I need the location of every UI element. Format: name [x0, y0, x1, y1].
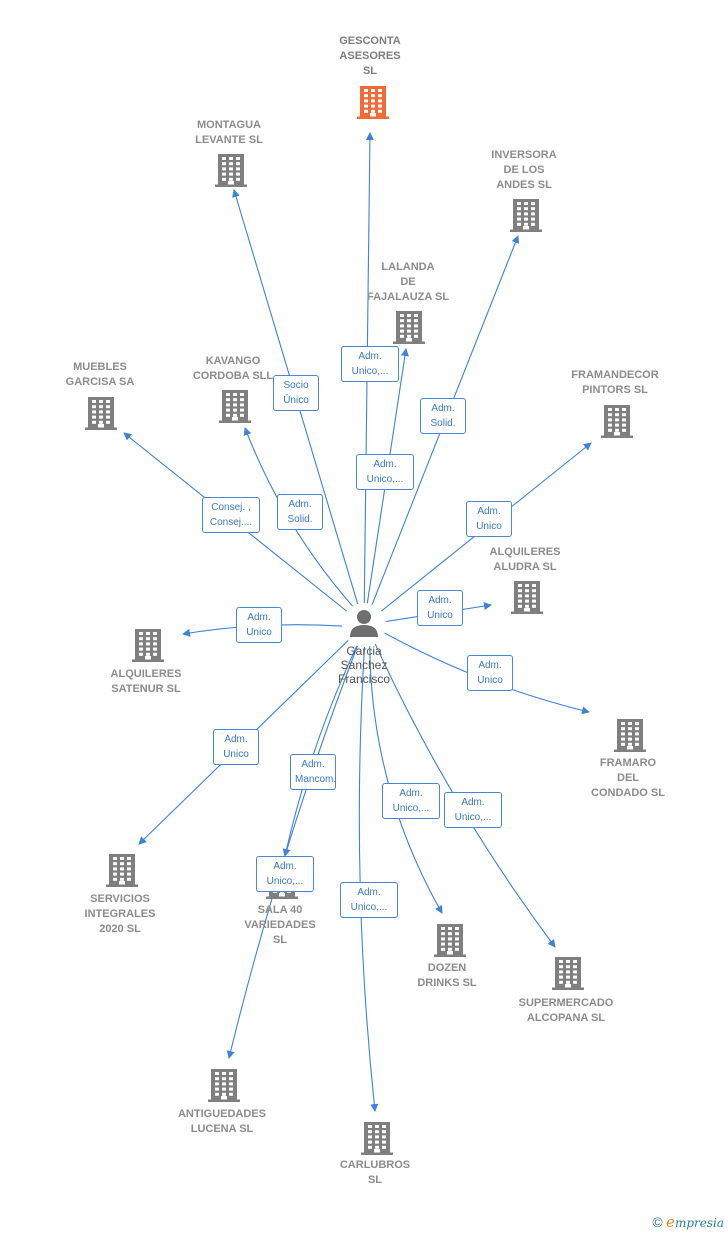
company-label-gesconta[interactable]: GESCONTA ASESORES SL	[339, 34, 401, 77]
company-label-aludra[interactable]: ALQUILERES ALUDRA SL	[489, 546, 561, 573]
building-icon-carlubros[interactable]	[361, 1122, 393, 1155]
building-icon-dozen[interactable]	[434, 924, 466, 957]
edge-label-supermercado[interactable]: Adm. Unico,...	[444, 792, 502, 828]
company-label-montagua[interactable]: MONTAGUA LEVANTE SL	[195, 119, 263, 146]
building-icon-satenur[interactable]	[132, 629, 164, 662]
company-label-supermercado[interactable]: SUPERMERCADO ALCOPANA SL	[518, 997, 614, 1024]
edge-label-aludra[interactable]: Adm. Unico	[417, 590, 463, 626]
building-icon-muebles[interactable]	[85, 397, 117, 430]
building-icon-montagua[interactable]	[215, 154, 247, 187]
edge-label-dozen[interactable]: Adm. Unico,...	[382, 783, 440, 819]
building-icon-antiguedades[interactable]	[208, 1069, 240, 1102]
company-label-antiguedades[interactable]: ANTIGUEDADES LUCENA SL	[177, 1108, 266, 1135]
brand-name: mpresia	[674, 1216, 724, 1230]
building-icon-supermercado[interactable]	[552, 957, 584, 990]
edge-label-kavango[interactable]: Adm. Solid.	[277, 494, 323, 530]
edge-antiguedades	[226, 645, 358, 1059]
company-label-servicios[interactable]: SERVICIOS INTEGRALES 2020 SL	[84, 892, 156, 935]
edge-label-antiguedades[interactable]: Adm. Unico,...	[256, 856, 314, 892]
building-icon-lalanda[interactable]	[393, 311, 425, 344]
building-icon-inversora[interactable]	[510, 199, 542, 232]
company-label-sala40[interactable]: SALA 40 VARIEDADES SL	[244, 903, 316, 946]
edge-sala40	[282, 645, 358, 857]
edge-carlubros	[358, 646, 379, 1112]
company-label-lalanda[interactable]: LALANDA DE FAJALAUZA SL	[366, 260, 450, 303]
edge-label-framaro[interactable]: Adm. Unico	[467, 655, 513, 691]
edge-label-montagua[interactable]: Socio Único	[273, 375, 319, 411]
building-icon-servicios[interactable]	[106, 854, 138, 887]
person-name-label[interactable]: Garcia Sanchez Francisco	[337, 644, 390, 686]
company-label-carlubros[interactable]: CARLUBROS SL	[339, 1159, 411, 1186]
edge-label-muebles[interactable]: Consej. , Consej....	[202, 497, 260, 533]
edge-label-framandecor[interactable]: Adm. Unico	[466, 501, 512, 537]
edge-label-satenur[interactable]: Adm. Unico	[236, 607, 282, 643]
building-icon-gesconta[interactable]	[357, 86, 389, 119]
edge-label-carlubros[interactable]: Adm. Unico,...	[340, 882, 398, 918]
company-label-kavango[interactable]: KAVANGO CORDOBA SLL	[192, 355, 274, 382]
brand-logo-letter: e	[666, 1213, 675, 1231]
person-icon[interactable]	[350, 610, 378, 637]
edge-label-servicios[interactable]: Adm. Unico	[213, 729, 259, 765]
edge-label-gesconta[interactable]: Adm. Unico,...	[341, 346, 399, 382]
copyright-symbol: ©	[652, 1214, 663, 1230]
edge-dozen	[369, 646, 443, 914]
building-icon-framaro[interactable]	[614, 719, 646, 752]
footer-brand: © empresia	[652, 1213, 724, 1231]
company-label-dozen[interactable]: DOZEN DRINKS SL	[417, 962, 477, 989]
edge-label-inversora[interactable]: Adm. Solid.	[420, 398, 466, 434]
company-label-muebles[interactable]: MUEBLES GARCISA SA	[65, 361, 135, 388]
building-icon-aludra[interactable]	[511, 581, 543, 614]
edge-label-lalanda[interactable]: Adm. Unico,...	[356, 454, 414, 490]
company-label-inversora[interactable]: INVERSORA DE LOS ANDES SL	[491, 148, 557, 191]
company-label-framandecor[interactable]: FRAMANDECOR PINTORS SL	[571, 369, 659, 396]
building-icon-framandecor[interactable]	[601, 405, 633, 438]
company-label-satenur[interactable]: ALQUILERES SATENUR SL	[110, 668, 182, 695]
building-icon-kavango[interactable]	[219, 390, 251, 423]
edge-label-sala40[interactable]: Adm. Mancom.	[290, 754, 336, 790]
company-label-framaro[interactable]: FRAMARO DEL CONDADO SL	[591, 756, 665, 799]
